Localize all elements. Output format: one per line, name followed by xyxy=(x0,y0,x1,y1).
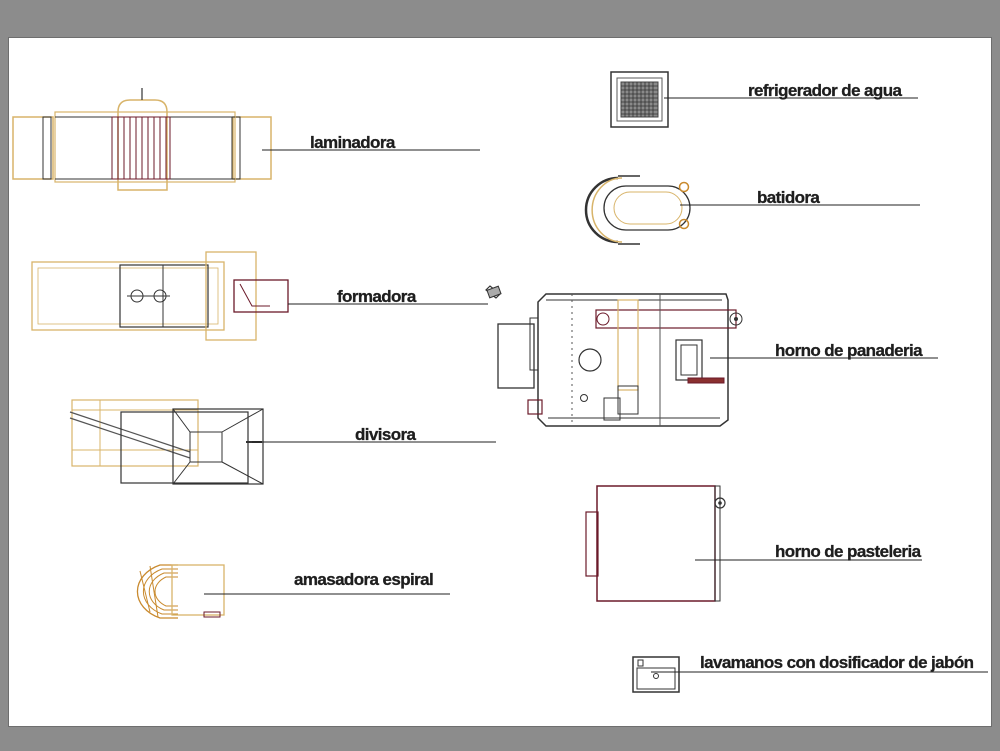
divisora-symbol xyxy=(69,399,264,485)
batidora-symbol xyxy=(584,175,691,245)
laminadora-label: laminadora xyxy=(310,133,396,152)
lavamanos-symbol xyxy=(632,656,680,693)
horno-pasteleria-symbol xyxy=(585,485,726,602)
amasadora-label: amasadora espiral xyxy=(294,570,433,589)
divisora-label: divisora xyxy=(355,425,417,444)
batidora-label: batidora xyxy=(757,188,820,207)
horno-pasteleria-label: horno de pasteleria xyxy=(775,542,922,561)
lavamanos-label: lavamanos con dosificador de jabón xyxy=(700,653,974,672)
formadora-label: formadora xyxy=(337,287,417,306)
amasadora-symbol xyxy=(136,564,225,619)
formadora-symbol xyxy=(31,251,289,341)
refrigerador-symbol xyxy=(610,71,669,128)
horno-panaderia-symbol xyxy=(485,285,743,427)
horno-panaderia-label: horno de panaderia xyxy=(775,341,923,360)
laminadora-symbol xyxy=(12,88,272,191)
refrigerador-label: refrigerador de agua xyxy=(748,81,902,100)
